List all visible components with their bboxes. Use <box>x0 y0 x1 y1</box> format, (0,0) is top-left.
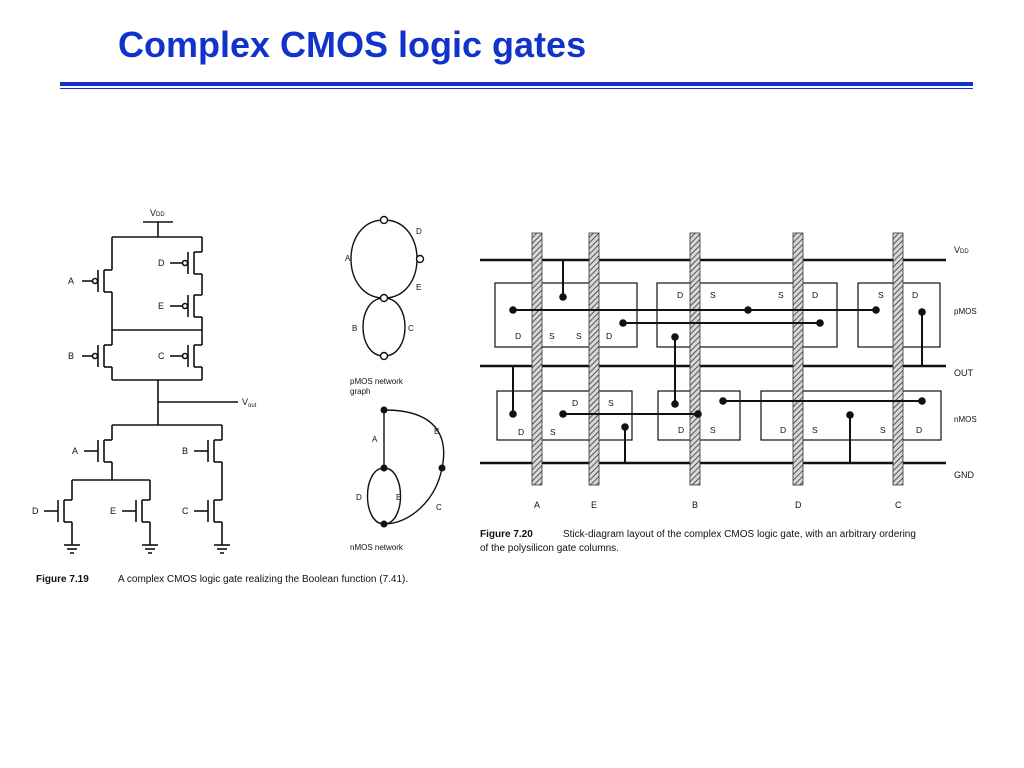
svg-text:S: S <box>608 398 614 408</box>
nmos-graph-nodes <box>380 406 446 528</box>
svg-text:D: D <box>677 290 683 300</box>
svg-text:B: B <box>352 324 357 333</box>
fig20-caption-label: Figure 7.20 <box>480 529 533 540</box>
metal-wires <box>512 260 923 463</box>
gate-label-e-p: E <box>158 301 164 311</box>
gnd-rail-label: GND <box>954 470 975 480</box>
gate-label-a-p: A <box>68 276 74 286</box>
svg-text:E: E <box>416 283 421 292</box>
svg-text:D: D <box>606 331 612 341</box>
vout-label: Vout <box>242 397 257 409</box>
svg-text:C: C <box>408 324 414 333</box>
svg-text:D: D <box>812 290 818 300</box>
svg-text:A: A <box>372 435 378 444</box>
schematic-labels: VDD Vout A D E B C A D E B C <box>32 208 257 516</box>
svg-text:C: C <box>436 503 442 512</box>
nmos-network-graph <box>366 409 445 525</box>
terminal-labels: D S S D S D D S S D D S D S D S D S S D <box>515 290 922 437</box>
svg-text:B: B <box>692 500 698 510</box>
gate-label-e-n: E <box>110 506 116 516</box>
svg-text:S: S <box>710 290 716 300</box>
pmos-graph-caption-2: graph <box>350 387 370 396</box>
gate-label-c-n: C <box>182 506 189 516</box>
svg-text:S: S <box>778 290 784 300</box>
svg-text:D: D <box>356 493 362 502</box>
contacts <box>509 293 926 431</box>
pmos-network-graph <box>350 215 425 361</box>
svg-text:E: E <box>396 493 401 502</box>
svg-text:A: A <box>534 500 540 510</box>
svg-text:S: S <box>880 425 886 435</box>
out-rail-label: OUT <box>954 368 974 378</box>
slide-title: Complex CMOS logic gates <box>118 24 587 65</box>
gate-label-b-p: B <box>68 351 74 361</box>
svg-text:D: D <box>518 427 524 437</box>
svg-text:E: E <box>591 500 597 510</box>
pmos-graph-caption-1: pMOS network <box>350 377 404 386</box>
power-rails <box>480 258 946 465</box>
title-underline-thin <box>60 88 973 89</box>
svg-text:S: S <box>550 427 556 437</box>
poly-columns <box>531 232 904 486</box>
svg-text:D: D <box>515 331 521 341</box>
fig20-caption-line2: of the polysilicon gate columns. <box>480 543 619 554</box>
svg-text:D: D <box>780 425 786 435</box>
pmos-graph-labels: D A E B C <box>345 227 422 333</box>
fig20-caption-line1: Stick-diagram layout of the complex CMOS… <box>563 529 916 540</box>
svg-text:D: D <box>795 500 802 510</box>
svg-text:D: D <box>678 425 684 435</box>
stick-diagram <box>480 232 946 486</box>
svg-text:S: S <box>812 425 818 435</box>
vdd-label: VDD <box>150 208 165 218</box>
svg-text:B: B <box>434 427 439 436</box>
nmos-graph-caption: nMOS network <box>350 543 404 552</box>
gate-label-b-n: B <box>182 446 188 456</box>
gate-label-d-p: D <box>158 258 165 268</box>
fig19-caption-label: Figure 7.19 <box>36 574 89 585</box>
svg-text:S: S <box>549 331 555 341</box>
svg-text:S: S <box>710 425 716 435</box>
gate-label-a-n: A <box>72 446 78 456</box>
pmos-region-label: pMOS <box>954 307 977 316</box>
svg-text:S: S <box>576 331 582 341</box>
svg-text:S: S <box>878 290 884 300</box>
svg-text:D: D <box>572 398 578 408</box>
gate-label-c-p: C <box>158 351 165 361</box>
fig19-caption-text: A complex CMOS logic gate realizing the … <box>118 574 408 585</box>
svg-text:C: C <box>895 500 902 510</box>
svg-text:A: A <box>345 254 351 263</box>
svg-text:D: D <box>912 290 918 300</box>
vdd-rail-label: VDD <box>954 245 969 255</box>
column-labels: A E B D C <box>534 500 902 510</box>
svg-text:D: D <box>416 227 422 236</box>
cmos-schematic <box>44 221 238 554</box>
nmos-region-label: nMOS <box>954 415 977 424</box>
nmos-graph-labels: A B D E C <box>356 427 442 512</box>
gate-label-d-n: D <box>32 506 39 516</box>
svg-text:D: D <box>916 425 922 435</box>
title-underline <box>60 82 973 86</box>
rail-labels: VDD pMOS OUT nMOS GND <box>954 245 977 480</box>
